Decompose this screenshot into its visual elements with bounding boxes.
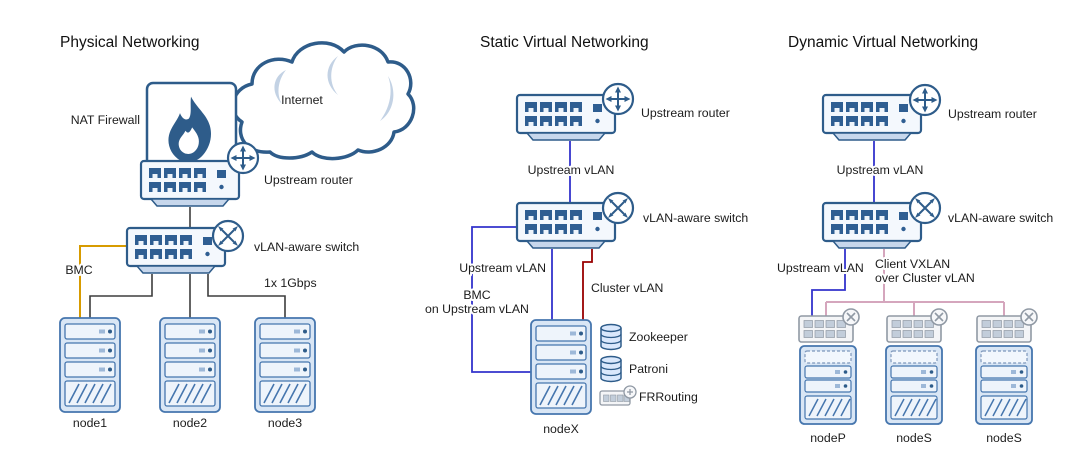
l2-switch-icon [908, 191, 942, 225]
zookeeper-label: Zookeeper [629, 330, 688, 344]
nodex-label: nodeX [543, 422, 579, 436]
flame-icon [168, 96, 211, 163]
virtual-switch-icon [842, 308, 860, 326]
section-dynamic: Dynamic Virtual Networking Upstream rout… [775, 34, 1053, 445]
wire-switch-to-node3 [207, 274, 286, 318]
server-node2 [160, 318, 220, 412]
cluster-vlan-link [582, 249, 593, 320]
vxlan-mesh-links [825, 249, 1005, 316]
nodes2-label: nodeS [986, 431, 1022, 445]
vlan-switch-label: vLAN-aware switch [643, 211, 748, 225]
link-speed-label: 1x 1Gbps [264, 276, 317, 290]
section-title: Static Virtual Networking [480, 34, 649, 51]
upstream-vlan-label: Upstream vLAN [459, 261, 546, 275]
node2-label: node2 [173, 416, 207, 430]
l2-switch-icon [601, 191, 635, 225]
upstream-router-switch [141, 161, 239, 206]
upstream-router-label: Upstream router [264, 173, 353, 187]
vxlan-label-line1: Client VXLAN [875, 257, 950, 271]
nodes1-label: nodeS [896, 431, 932, 445]
vlan-switch-label: vLAN-aware switch [948, 211, 1053, 225]
frrouting-label: FRRouting [639, 390, 698, 404]
node3-label: node3 [268, 416, 302, 430]
server-nodes1 [886, 346, 942, 424]
vlan-aware-switch [823, 203, 921, 248]
wire-switch-to-node1 [89, 274, 153, 318]
l2-switch-icon [211, 219, 245, 253]
server-nodes2 [976, 346, 1032, 424]
upstream-vlan-label: Upstream vLAN [777, 261, 864, 275]
virtual-switch-icon [1020, 308, 1038, 326]
bmc-label: BMC [65, 263, 92, 277]
upstream-router-switch [823, 95, 921, 140]
router-icon [601, 82, 635, 116]
vxlan-label-line2: over Cluster vLAN [875, 271, 975, 285]
frrouting-switch-icon [599, 385, 637, 406]
server-nodex [531, 320, 591, 414]
section-physical: Physical Networking Internet NAT Firewal… [60, 34, 416, 430]
patroni-database-icon [600, 355, 622, 383]
section-static: Static Virtual Networking Upstream route… [423, 34, 748, 436]
node1-label: node1 [73, 416, 107, 430]
section-title: Dynamic Virtual Networking [788, 34, 978, 51]
bmc-vlan-link [471, 226, 531, 373]
zookeeper-database-icon [600, 323, 622, 351]
internet-cloud-icon [231, 41, 416, 161]
nat-firewall-label: NAT Firewall [71, 113, 140, 127]
server-node3 [255, 318, 315, 412]
upstream-vlan-top-label: Upstream vLAN [528, 163, 615, 177]
virtual-switch-icon [930, 308, 948, 326]
upstream-router-switch [517, 95, 615, 140]
server-nodep [800, 346, 856, 424]
bmc-link [79, 245, 127, 318]
upstream-router-label: Upstream router [948, 107, 1037, 121]
patroni-label: Patroni [629, 362, 668, 376]
server-node1 [60, 318, 120, 412]
vlan-aware-switch [517, 203, 615, 248]
cluster-vlan-label: Cluster vLAN [591, 281, 663, 295]
section-title: Physical Networking [60, 34, 200, 51]
upstream-router-label: Upstream router [641, 106, 730, 120]
router-icon [226, 141, 260, 175]
vlan-switch-label: vLAN-aware switch [254, 240, 359, 254]
router-icon [908, 83, 942, 117]
upstream-vlan-to-nodep [811, 249, 846, 316]
nodep-label: nodeP [810, 431, 846, 445]
internet-label: Internet [281, 93, 323, 107]
vlan-aware-switch [127, 228, 225, 273]
bmc-line2-label: on Upstream vLAN [425, 302, 529, 316]
upstream-vlan-top-label: Upstream vLAN [837, 163, 924, 177]
bmc-line1-label: BMC [463, 288, 490, 302]
